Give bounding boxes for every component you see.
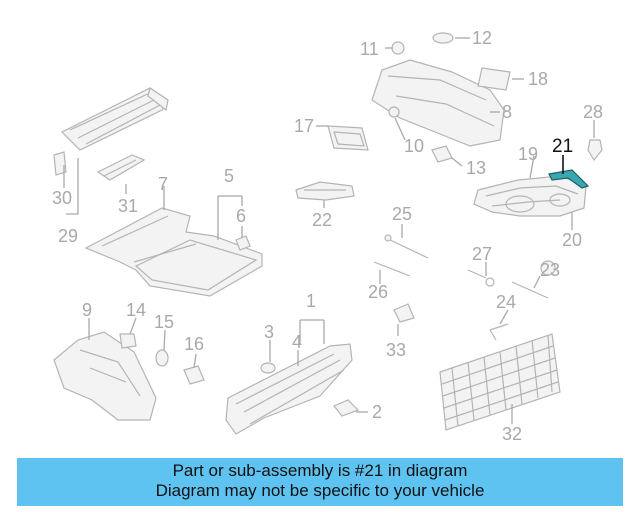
- label-20: 20: [562, 230, 582, 250]
- label-19: 19: [518, 144, 538, 164]
- part-28-bolt: [587, 139, 603, 162]
- label-22: 22: [312, 210, 332, 230]
- cargo-cover-part: [60, 87, 169, 151]
- part-21-highlighted: [548, 169, 590, 189]
- banner-line-1: Part or sub-assembly is #21 in diagram: [172, 461, 468, 480]
- part-26-tool: [373, 261, 411, 277]
- label-16: 16: [184, 334, 204, 354]
- label-13: 13: [466, 158, 486, 178]
- part-14-clip: [119, 333, 137, 349]
- part-1-sill-plate: [225, 343, 353, 435]
- part-23-rod: [511, 260, 556, 299]
- parts-diagram: 11 12 18 8 17 10 13 28 21 19 20 22 25 26…: [52, 28, 603, 444]
- label-1: 1: [306, 291, 316, 311]
- label-7: 7: [158, 174, 168, 194]
- part-9-side-panel: [53, 331, 157, 421]
- part-11-fastener: [391, 41, 405, 55]
- part-27-hook: [467, 269, 495, 287]
- part-18-panel: [477, 67, 511, 91]
- quarter-trim-part: [371, 59, 505, 147]
- label-33: 33: [386, 340, 406, 360]
- trunk-floor-part: [84, 207, 263, 297]
- label-12: 12: [472, 28, 492, 48]
- label-17: 17: [294, 116, 314, 136]
- part-13-bracket: [431, 145, 453, 163]
- label-5: 5: [224, 166, 234, 186]
- part-30-clip: [53, 151, 67, 176]
- label-24: 24: [496, 292, 516, 312]
- part-16-fastener: [183, 365, 205, 385]
- label-18: 18: [528, 69, 548, 89]
- label-11: 11: [360, 39, 379, 59]
- label-14: 14: [126, 300, 146, 320]
- part-15-cap: [155, 349, 169, 367]
- part-32-cargo-net: [439, 333, 561, 431]
- label-30: 30: [52, 188, 72, 208]
- part-24-hook: [489, 323, 509, 341]
- label-3: 3: [264, 322, 274, 342]
- part-12-cover: [432, 32, 454, 44]
- label-2: 2: [372, 402, 382, 422]
- part-6-clip: [235, 235, 251, 251]
- label-29: 29: [58, 226, 78, 246]
- label-15: 15: [154, 312, 174, 332]
- part-25-tool: [384, 234, 429, 259]
- part-31-bracket: [96, 154, 146, 181]
- info-banner: Part or sub-assembly is #21 in diagram D…: [17, 458, 623, 506]
- part-20-side-trim: [473, 175, 587, 217]
- label-6: 6: [236, 206, 246, 226]
- part-2-bracket: [333, 399, 360, 417]
- label-9: 9: [82, 300, 92, 320]
- label-27: 27: [472, 244, 492, 264]
- part-3-cap: [260, 362, 276, 374]
- label-28: 28: [583, 102, 603, 122]
- label-23: 23: [540, 260, 560, 280]
- part-33-clip: [393, 303, 415, 323]
- part-22-strap: [295, 181, 355, 201]
- part-10-clip: [388, 106, 400, 118]
- label-31: 31: [118, 196, 138, 216]
- label-10: 10: [404, 136, 424, 156]
- label-21: 21: [552, 136, 573, 157]
- leader-lines: [63, 37, 595, 424]
- label-8: 8: [502, 102, 512, 122]
- banner-line-2: Diagram may not be specific to your vehi…: [155, 481, 485, 500]
- label-4: 4: [292, 332, 302, 352]
- part-17-panel: [327, 125, 369, 151]
- label-25: 25: [392, 204, 412, 224]
- part-labels: 11 12 18 8 17 10 13 28 21 19 20 22 25 26…: [52, 28, 603, 444]
- label-32: 32: [502, 424, 522, 444]
- label-26: 26: [368, 282, 388, 302]
